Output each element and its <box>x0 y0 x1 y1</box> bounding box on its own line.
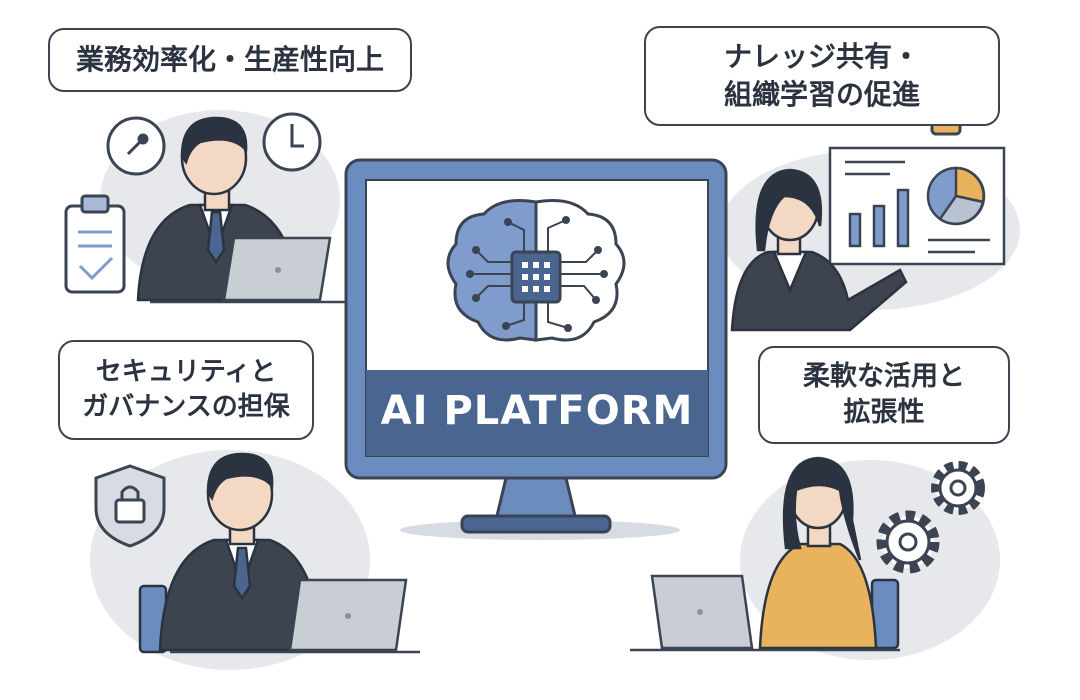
gear-icon <box>931 461 985 515</box>
brain-chip-icon <box>446 199 626 342</box>
clock-icon <box>262 112 322 172</box>
label-security-governance-line-2: ガバナンスの担保 <box>82 392 290 422</box>
label-flexibility-scalability: 柔軟な活用と 拡張性 <box>758 346 1010 444</box>
search-icon <box>106 116 166 176</box>
label-security-governance-line-1: セキュリティと <box>95 356 277 387</box>
businesswoman-top-right <box>730 168 908 332</box>
laptop-icon <box>630 574 900 652</box>
label-knowledge-sharing-line-1: ナレッジ共有・ <box>723 40 920 74</box>
laptop-icon <box>150 236 350 304</box>
label-efficiency: 業務効率化・生産性向上 <box>48 28 412 92</box>
clipboard-check-icon <box>64 194 126 294</box>
businesswoman-bottom-right <box>758 456 900 650</box>
laptop-icon <box>170 578 420 654</box>
label-flexibility-scalability-line-1: 柔軟な活用と <box>803 360 965 392</box>
label-knowledge-sharing: ナレッジ共有・ 組織学習の促進 <box>644 26 1000 126</box>
label-efficiency-line-1: 業務効率化・生産性向上 <box>75 43 384 77</box>
shield-lock-icon <box>94 464 166 548</box>
businessman-bottom-left <box>138 452 324 654</box>
label-knowledge-sharing-line-2: 組織学習の促進 <box>723 78 920 111</box>
gear-icon <box>876 510 940 574</box>
label-flexibility-scalability-line-2: 拡張性 <box>843 397 925 428</box>
label-security-governance: セキュリティと ガバナンスの担保 <box>58 340 314 440</box>
pie-chart-icon <box>926 166 986 226</box>
platform-banner <box>366 370 708 456</box>
platform-title: AI PLATFORM <box>380 388 694 434</box>
